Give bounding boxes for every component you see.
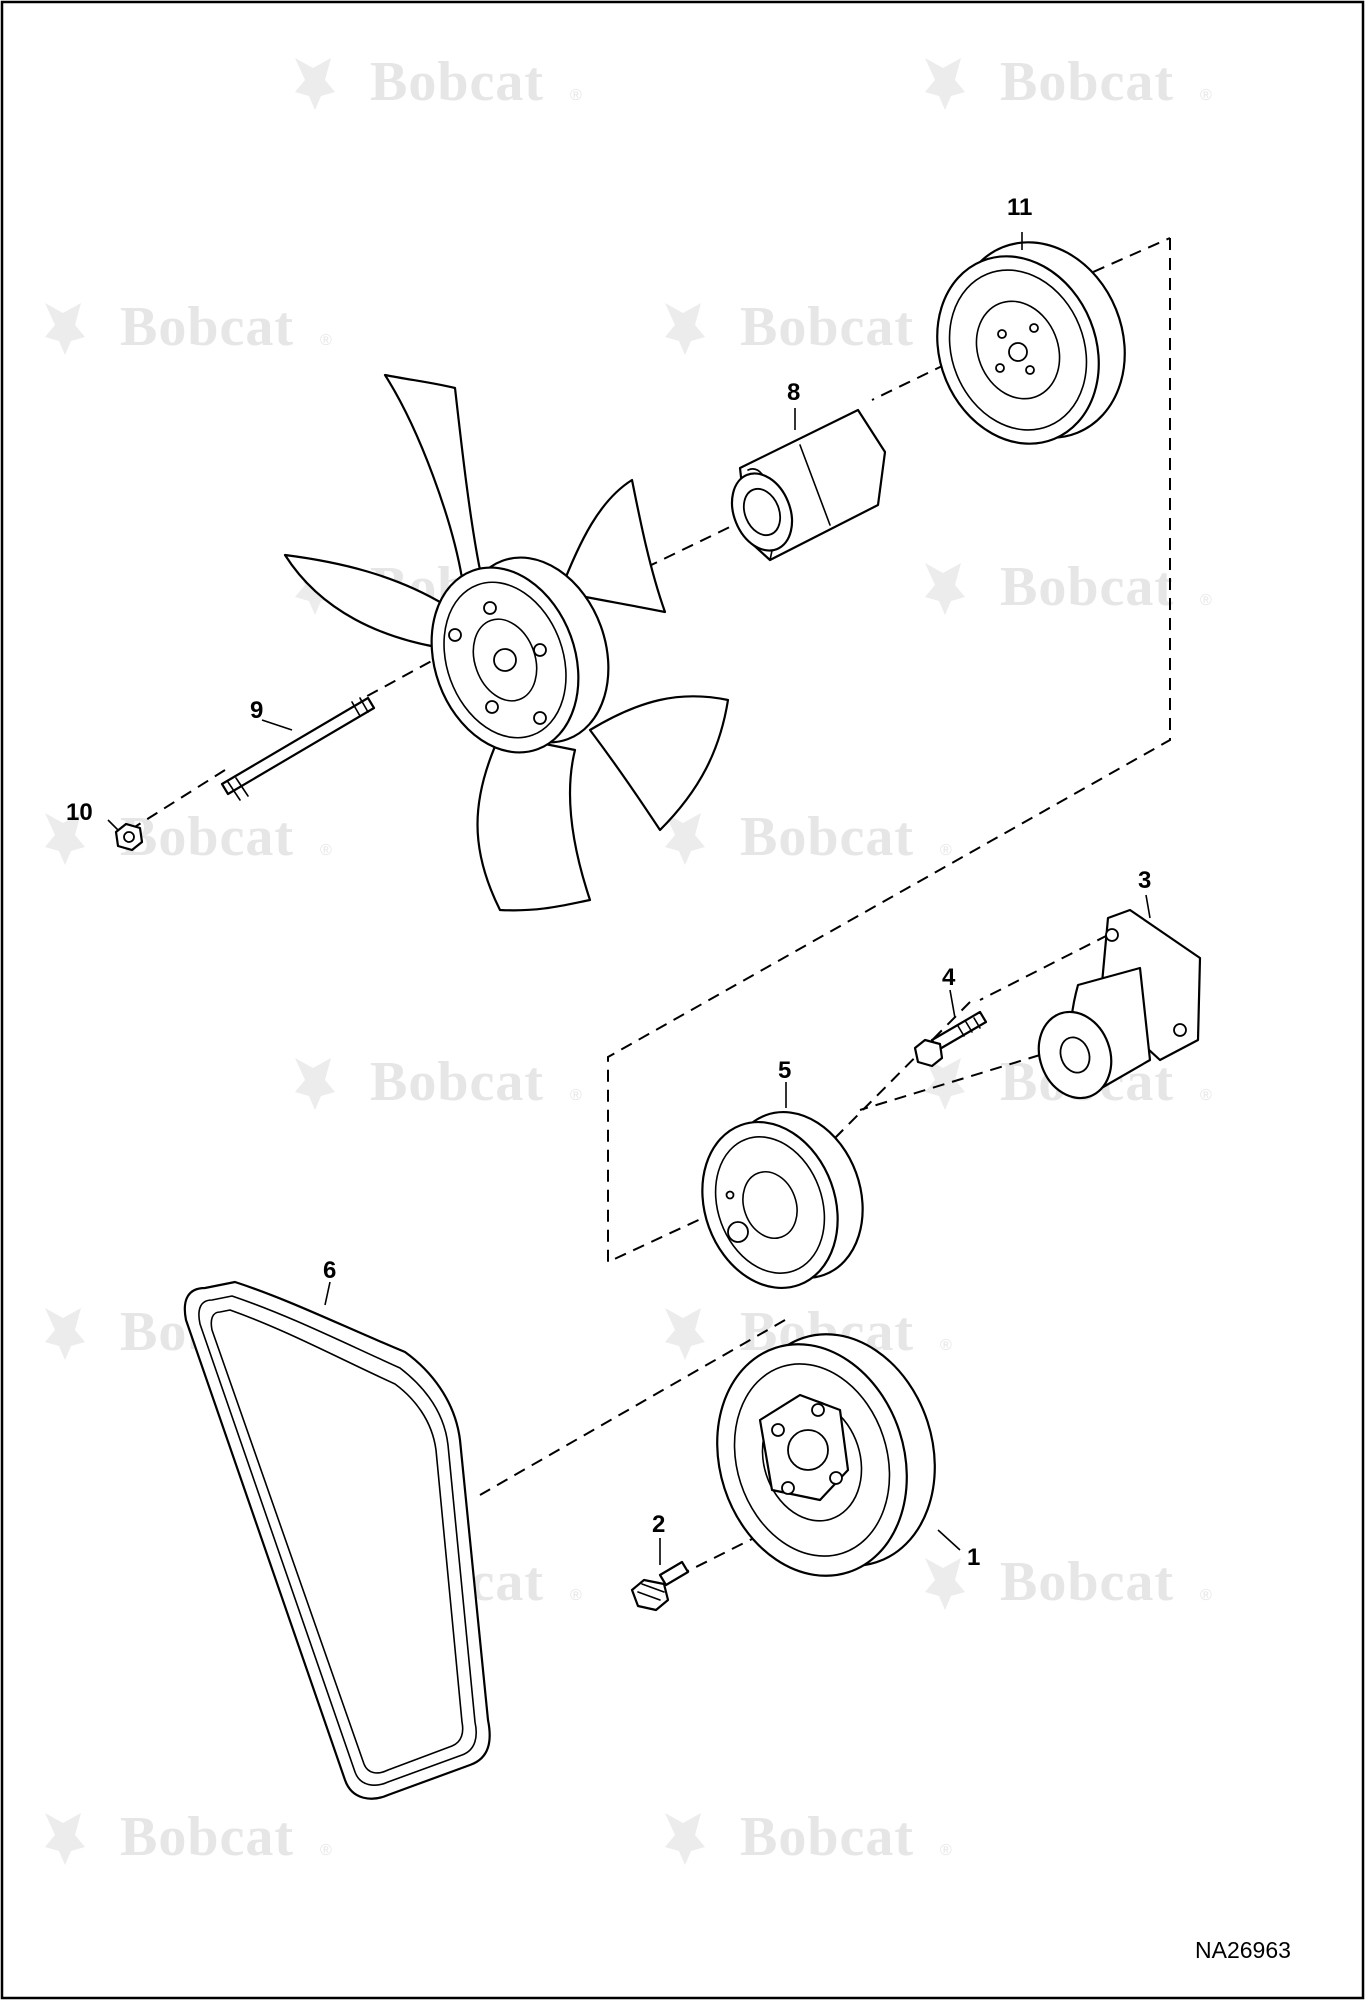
watermark-brand: Bobcat — [370, 1051, 544, 1113]
callout-5: 5 — [778, 1057, 791, 1084]
callout-10: 10 — [66, 799, 93, 826]
bobcat-logo-icon — [45, 1308, 85, 1360]
part-9-stud — [220, 696, 376, 801]
callout-3: 3 — [1138, 867, 1151, 894]
watermark-brand: Bobcat — [740, 296, 914, 358]
bobcat-logo-icon — [925, 58, 965, 110]
watermark-registered: ® — [940, 1842, 952, 1859]
bobcat-watermark: Bobcat® — [665, 296, 952, 358]
bobcat-watermark: Bobcat ® — [665, 806, 952, 868]
watermark-brand: Bobcat — [370, 51, 544, 113]
watermark-registered: ® — [940, 842, 952, 859]
callout-2: 2 — [652, 1511, 665, 1538]
bobcat-logo-icon — [45, 813, 85, 865]
bobcat-watermark: Bobcat ® — [665, 1806, 952, 1868]
watermark-registered: ® — [1200, 1087, 1212, 1104]
watermark-registered: ® — [320, 332, 332, 349]
watermark-registered: ® — [1200, 1587, 1212, 1604]
callout-4: 4 — [942, 964, 956, 991]
callout-11: 11 — [1007, 194, 1032, 221]
callout-labels: 11 8 9 10 3 4 5 6 1 2 — [66, 194, 1151, 1571]
bobcat-watermark: Bobcat ® — [925, 51, 1212, 113]
bobcat-logo-icon — [45, 303, 85, 355]
watermark-brand: Bobcat — [1000, 556, 1174, 618]
drawing-code: NA26963 — [1195, 1937, 1291, 1963]
bobcat-logo-icon — [665, 813, 705, 865]
part-3-water-pump — [1037, 908, 1202, 1100]
fan-assembly — [283, 373, 730, 912]
watermark-registered: ® — [320, 1842, 332, 1859]
bobcat-logo-icon — [925, 563, 965, 615]
watermark-brand: Bobcat — [120, 296, 294, 358]
bobcat-logo-icon — [45, 1813, 85, 1865]
bobcat-logo-icon — [665, 303, 705, 355]
watermark-brand: Bobcat — [120, 1806, 294, 1868]
part-11-fan-pulley — [936, 241, 1126, 445]
bobcat-logo-icon — [925, 1558, 965, 1610]
callout-8: 8 — [787, 379, 800, 406]
bobcat-watermark: Bobcat ® — [295, 51, 582, 113]
watermark-registered: ® — [570, 87, 582, 104]
bobcat-watermark: Bobcat ® — [45, 806, 332, 868]
watermark-registered: ® — [940, 1337, 952, 1354]
part-2-bolt — [630, 1560, 690, 1612]
part-4-bolt — [913, 1010, 988, 1068]
bobcat-watermark: Bobcat ® — [295, 1051, 582, 1113]
bobcat-logo-icon — [665, 1308, 705, 1360]
bobcat-watermark: Bobcat ® — [45, 1806, 332, 1868]
bobcat-watermark: Bobcat ® — [45, 296, 332, 358]
bobcat-watermark: Bobcat ® — [925, 1551, 1212, 1613]
part-6-v-belt — [183, 1280, 491, 1800]
watermark-registered: ® — [1200, 592, 1212, 609]
watermark-registered: ® — [1200, 87, 1212, 104]
watermark-brand: Bobcat — [1000, 51, 1174, 113]
callout-9: 9 — [250, 697, 263, 724]
part-1-crank-pulley — [716, 1333, 936, 1577]
watermark-brand: Bobcat — [740, 1806, 914, 1868]
watermark-brand: Bobcat — [1000, 1551, 1174, 1613]
part-10-nut — [114, 822, 144, 852]
watermark-registered: ® — [570, 1587, 582, 1604]
bobcat-logo-icon — [925, 1058, 965, 1110]
part-5-pump-pulley — [701, 1110, 864, 1290]
watermark-brand: Bobcat — [120, 806, 294, 868]
bobcat-logo-icon — [665, 1813, 705, 1865]
bobcat-watermark: Bobcat ® — [925, 556, 1212, 618]
bobcat-logo-icon — [295, 1058, 335, 1110]
bobcat-logo-icon — [295, 58, 335, 110]
callout-1: 1 — [967, 1544, 980, 1571]
part-8-spacer — [730, 408, 887, 562]
leader-lines — [107, 232, 1151, 1565]
watermark-registered: ® — [320, 842, 332, 859]
callout-6: 6 — [323, 1257, 336, 1284]
watermark-brand: Bobcat — [740, 806, 914, 868]
watermark-registered: ® — [570, 1087, 582, 1104]
